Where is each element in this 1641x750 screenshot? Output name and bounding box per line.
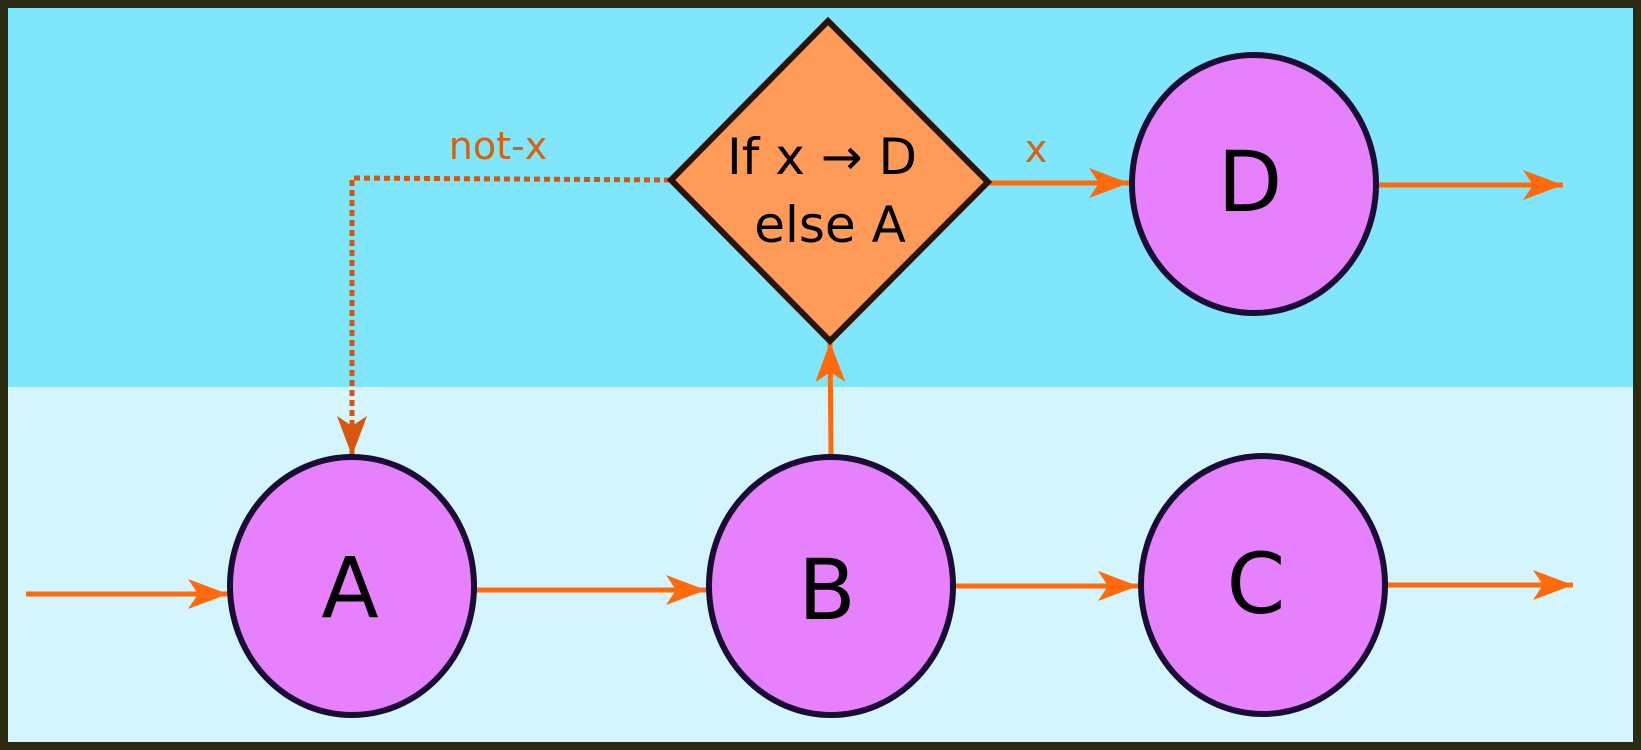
- node-b-circle: [706, 454, 956, 718]
- decision-label-line1: If x → D: [727, 128, 917, 186]
- node-c: C: [1138, 453, 1388, 717]
- edge-label-x: x: [1025, 127, 1048, 171]
- decision-diamond: [666, 16, 993, 346]
- node-b-label: B: [798, 541, 856, 639]
- decision-node: If x → D else A: [666, 16, 993, 346]
- node-a-label: A: [321, 539, 378, 637]
- node-b: B: [706, 454, 956, 718]
- edges: [26, 168, 1573, 609]
- edge-b-to-decision: [815, 341, 846, 456]
- node-d-circle: [1129, 52, 1379, 316]
- node-d-label: D: [1218, 133, 1283, 231]
- decision-label-line2: else A: [754, 196, 906, 254]
- node-c-circle: [1138, 453, 1388, 717]
- node-a-circle: [227, 454, 477, 718]
- node-c-label: C: [1227, 535, 1286, 633]
- edge-label-not-x: not-x: [449, 124, 547, 168]
- edge-decision-to-a-not-x: [337, 175, 671, 456]
- node-a: A: [227, 454, 477, 718]
- node-d: D: [1129, 52, 1379, 316]
